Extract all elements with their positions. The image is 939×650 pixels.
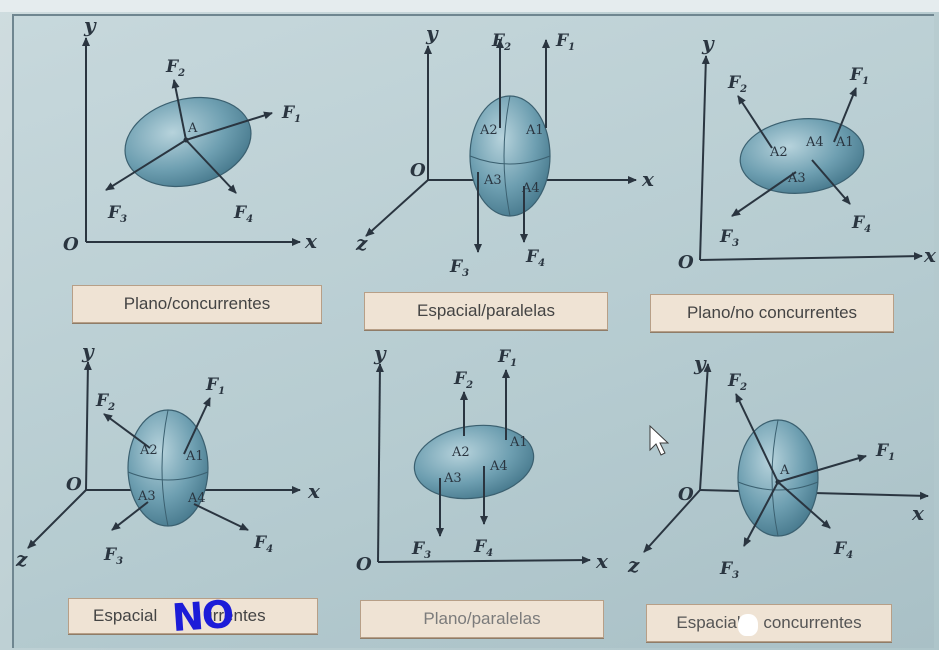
caption-right-text: urrentes <box>203 606 266 625</box>
svg-text:F4: F4 <box>525 247 545 269</box>
caption-plano-concurrentes: Plano/concurrentes <box>72 285 322 323</box>
svg-text:F2: F2 <box>491 31 511 53</box>
white-blot <box>738 614 758 636</box>
panel-plano-no-concurrentes: x y O A1 A2 A3 A4 F1 F2 F3 F4 <box>678 31 937 273</box>
svg-text:x: x <box>911 501 925 525</box>
svg-text:x: x <box>923 243 937 267</box>
svg-text:z: z <box>355 231 368 255</box>
svg-text:A1: A1 <box>185 449 204 464</box>
svg-text:A3: A3 <box>483 173 502 188</box>
svg-text:F1: F1 <box>205 375 225 397</box>
svg-text:y: y <box>701 31 715 55</box>
panel-espacial-concurrentes: x y z O A F1 F2 F3 F4 <box>627 351 929 581</box>
svg-text:z: z <box>15 547 28 571</box>
svg-text:F1: F1 <box>875 441 895 463</box>
svg-text:x: x <box>595 549 609 573</box>
caption-left-text: Espacial/ <box>676 613 746 632</box>
y-axis-label: y <box>83 13 97 37</box>
point-label: A <box>187 121 198 136</box>
x-axis-label: x <box>304 229 318 253</box>
svg-text:F2: F2 <box>727 371 747 393</box>
svg-text:A1: A1 <box>525 123 544 138</box>
caption-plano-no-concurrentes: Plano/no concurrentes <box>650 294 894 332</box>
svg-text:A1: A1 <box>509 435 528 450</box>
svg-text:F2: F2 <box>453 369 473 391</box>
svg-text:y: y <box>693 351 707 375</box>
svg-text:A4: A4 <box>521 181 540 196</box>
svg-text:F1: F1 <box>497 347 517 369</box>
svg-text:F4: F4 <box>253 533 273 555</box>
svg-text:F3: F3 <box>719 227 739 249</box>
svg-text:F3: F3 <box>107 203 127 225</box>
svg-text:O: O <box>356 554 372 575</box>
svg-text:A3: A3 <box>787 171 806 186</box>
svg-text:A3: A3 <box>137 489 156 504</box>
svg-text:F3: F3 <box>449 257 469 279</box>
svg-text:y: y <box>373 341 387 365</box>
svg-text:y: y <box>81 339 95 363</box>
svg-text:A: A <box>779 463 790 478</box>
svg-text:A4: A4 <box>489 459 508 474</box>
svg-text:A2: A2 <box>451 445 470 460</box>
svg-text:O: O <box>678 484 694 505</box>
mouse-cursor-icon <box>649 424 670 456</box>
svg-text:F3: F3 <box>103 545 123 567</box>
svg-text:O: O <box>66 474 82 495</box>
svg-text:F1: F1 <box>849 65 869 87</box>
panel-espacial-paralelas: x y z O A2 A1 A3 A4 F1 F2 F3 F4 <box>355 21 655 279</box>
svg-text:F1: F1 <box>281 103 301 125</box>
svg-text:O: O <box>678 252 694 273</box>
svg-text:A2: A2 <box>139 443 158 458</box>
svg-text:A2: A2 <box>769 145 788 160</box>
svg-text:F2: F2 <box>727 73 747 95</box>
caption-plano-paralelas: Plano/paralelas <box>360 600 604 638</box>
panel-plano-concurrentes: x y O A F1 F2 F3 F4 <box>63 13 318 255</box>
svg-text:F3: F3 <box>411 539 431 561</box>
svg-text:A4: A4 <box>805 135 824 150</box>
svg-text:x: x <box>641 167 655 191</box>
svg-text:A3: A3 <box>443 471 462 486</box>
svg-text:A4: A4 <box>187 491 206 506</box>
monitor-top-edge <box>0 0 939 12</box>
origin-label: O <box>63 234 79 255</box>
caption-right-text: concurrentes <box>763 613 862 632</box>
svg-text:F4: F4 <box>833 539 853 561</box>
svg-text:z: z <box>627 553 640 577</box>
svg-text:F2: F2 <box>165 57 185 79</box>
caption-left-text: Espacial <box>93 606 158 625</box>
panel-plano-paralelas: x y O A2 A1 A3 A4 F2 F1 F3 F4 <box>356 341 609 575</box>
svg-text:F3: F3 <box>719 559 739 581</box>
svg-text:y: y <box>425 21 439 45</box>
svg-text:A2: A2 <box>479 123 498 138</box>
svg-text:F1: F1 <box>555 31 575 53</box>
svg-text:F4: F4 <box>233 203 253 225</box>
caption-espacial-no-concurrentes: Espacial urrentes <box>68 598 318 634</box>
caption-espacial-paralelas: Espacial/paralelas <box>364 292 608 330</box>
caption-espacial-concurrentes: Espacial/ concurrentes <box>646 604 892 642</box>
svg-text:F2: F2 <box>95 391 115 413</box>
svg-text:F4: F4 <box>851 213 871 235</box>
svg-text:F4: F4 <box>473 537 493 559</box>
svg-text:O: O <box>410 160 426 181</box>
svg-text:A1: A1 <box>835 135 854 150</box>
svg-text:x: x <box>307 479 321 503</box>
panel-espacial-no-concurrentes: x y z O A2 A1 A3 A4 F1 F2 F3 F4 <box>15 339 321 571</box>
handwritten-no-mark: NO <box>170 591 234 641</box>
